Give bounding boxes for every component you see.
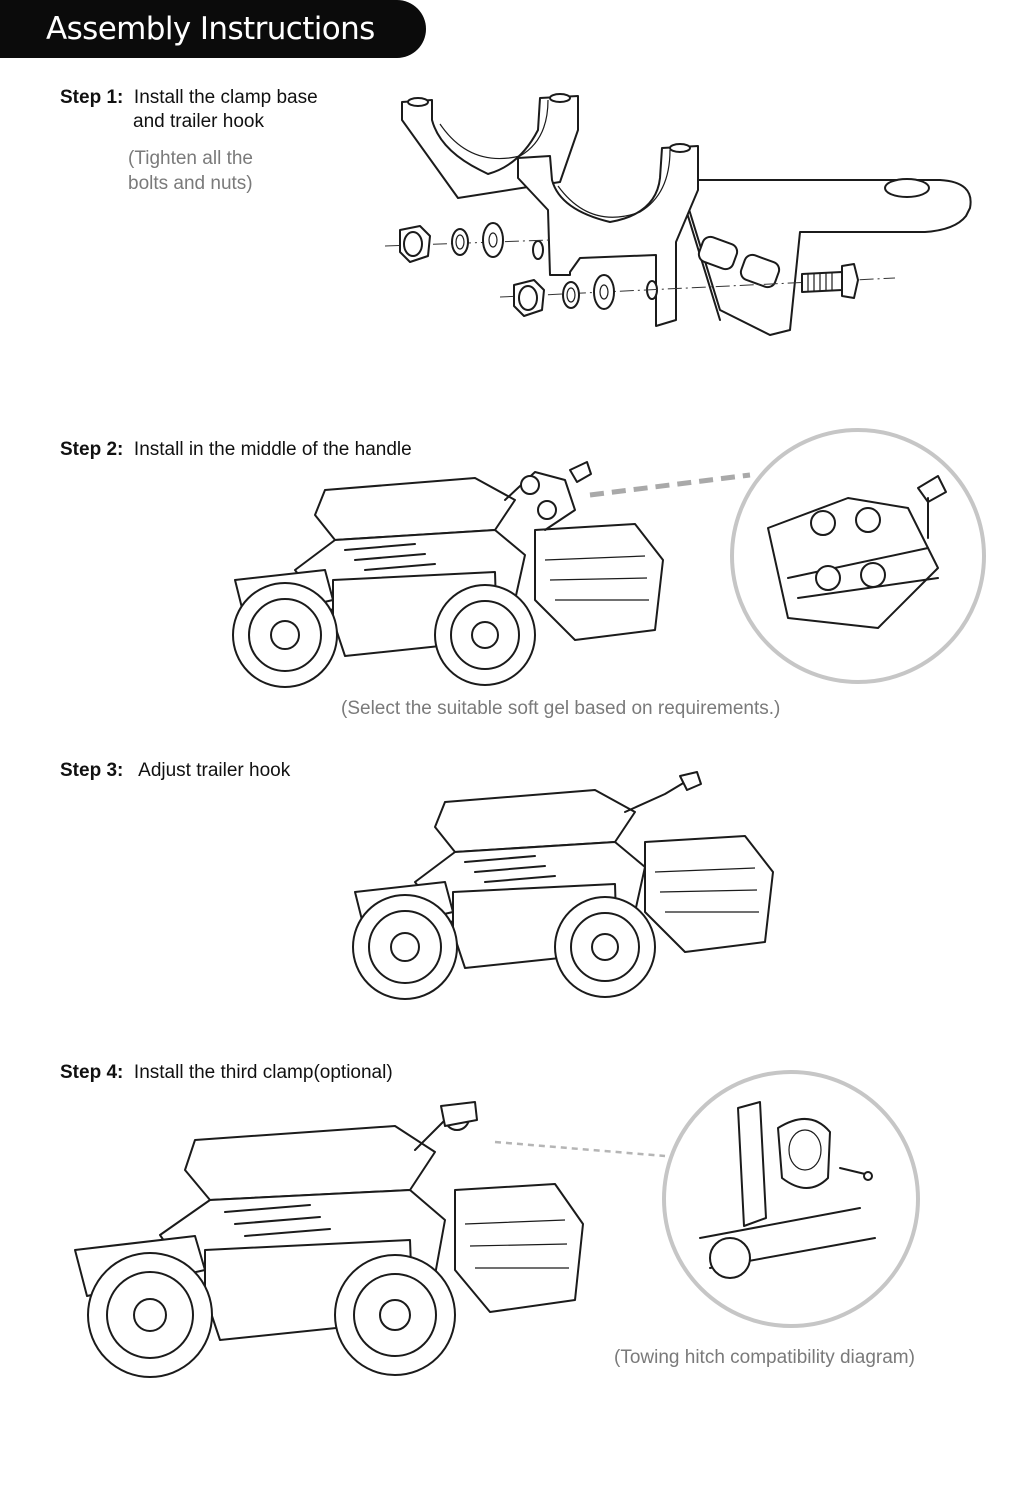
- mower-step-2-illustration: [232, 461, 664, 688]
- step-3-text: Adjust trailer hook: [138, 760, 291, 781]
- mower-step-3-illustration: [352, 771, 774, 1000]
- robot-mower-drawing: [232, 461, 664, 688]
- step-1-note-line2: bolts and nuts): [128, 173, 253, 194]
- step-3-label: Step 3: Adjust trailer hook: [60, 759, 290, 783]
- robot-mower-drawing: [74, 1101, 584, 1378]
- step-1-label: Step 1: Install the clamp base: [60, 86, 318, 110]
- page-title: Assembly Instructions: [46, 11, 375, 47]
- step-4-detail-magnifier: [662, 1070, 920, 1328]
- title-banner: Assembly Instructions: [0, 0, 426, 58]
- step-2-text: Install in the middle of the handle: [133, 439, 412, 460]
- step-1-note-line1: (Tighten all the: [128, 148, 253, 169]
- step-1-text-line1: Install the clamp base: [133, 87, 318, 108]
- step-4-leader-line: [494, 1140, 666, 1158]
- step-3-number: Step 3:: [60, 760, 124, 781]
- step-4-label: Step 4: Install the third clamp(optional…: [60, 1061, 393, 1085]
- step-2-detail-magnifier: [730, 428, 986, 684]
- step-1-text-line2: and trailer hook: [133, 111, 264, 132]
- robot-mower-drawing: [352, 771, 774, 1000]
- step-2-number: Step 2:: [60, 439, 124, 460]
- step-4-text: Install the third clamp(optional): [133, 1062, 393, 1083]
- step-4-number: Step 4:: [60, 1062, 124, 1083]
- step-1-number: Step 1:: [60, 87, 124, 108]
- step-2-label: Step 2: Install in the middle of the han…: [60, 438, 412, 462]
- step-2-leader-line: [589, 472, 751, 498]
- step-2-note: (Select the suitable soft gel based on r…: [341, 698, 781, 719]
- mower-step-4-illustration: [74, 1101, 584, 1378]
- clamp-base-exploded-diagram: [384, 93, 972, 336]
- step-4-note: (Towing hitch compatibility diagram): [614, 1347, 915, 1368]
